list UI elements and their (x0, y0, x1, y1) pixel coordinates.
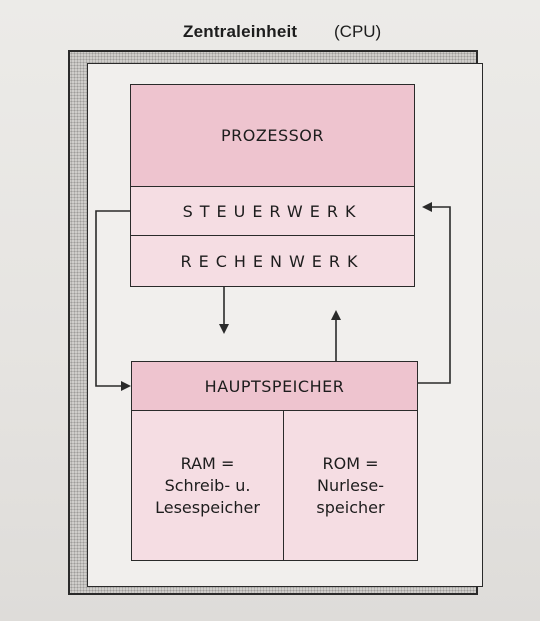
ram-label-line-1: RAM = (180, 453, 235, 473)
steuerwerk-box: STEUERWERK (130, 186, 415, 236)
hauptspeicher-box: HAUPTSPEICHER (131, 361, 418, 411)
rom-box: ROM = Nurlese- speicher (283, 410, 418, 561)
prozessor-box: PROZESSOR (130, 84, 415, 187)
ram-box: RAM = Schreib- u. Lesespeicher (131, 410, 284, 561)
ram-label-line-3: Lesespeicher (155, 497, 260, 517)
rom-label-line-3: speicher (316, 497, 385, 517)
rechenwerk-box: RECHENWERK (130, 235, 415, 287)
rom-label-line-1: ROM = (322, 453, 379, 473)
diagram-title-abbreviation: (CPU) (334, 22, 382, 41)
rom-label-line-2: Nurlese- (317, 475, 384, 495)
diagram-title: Zentraleinheit (183, 22, 298, 41)
ram-label-line-2: Schreib- u. (164, 475, 251, 495)
